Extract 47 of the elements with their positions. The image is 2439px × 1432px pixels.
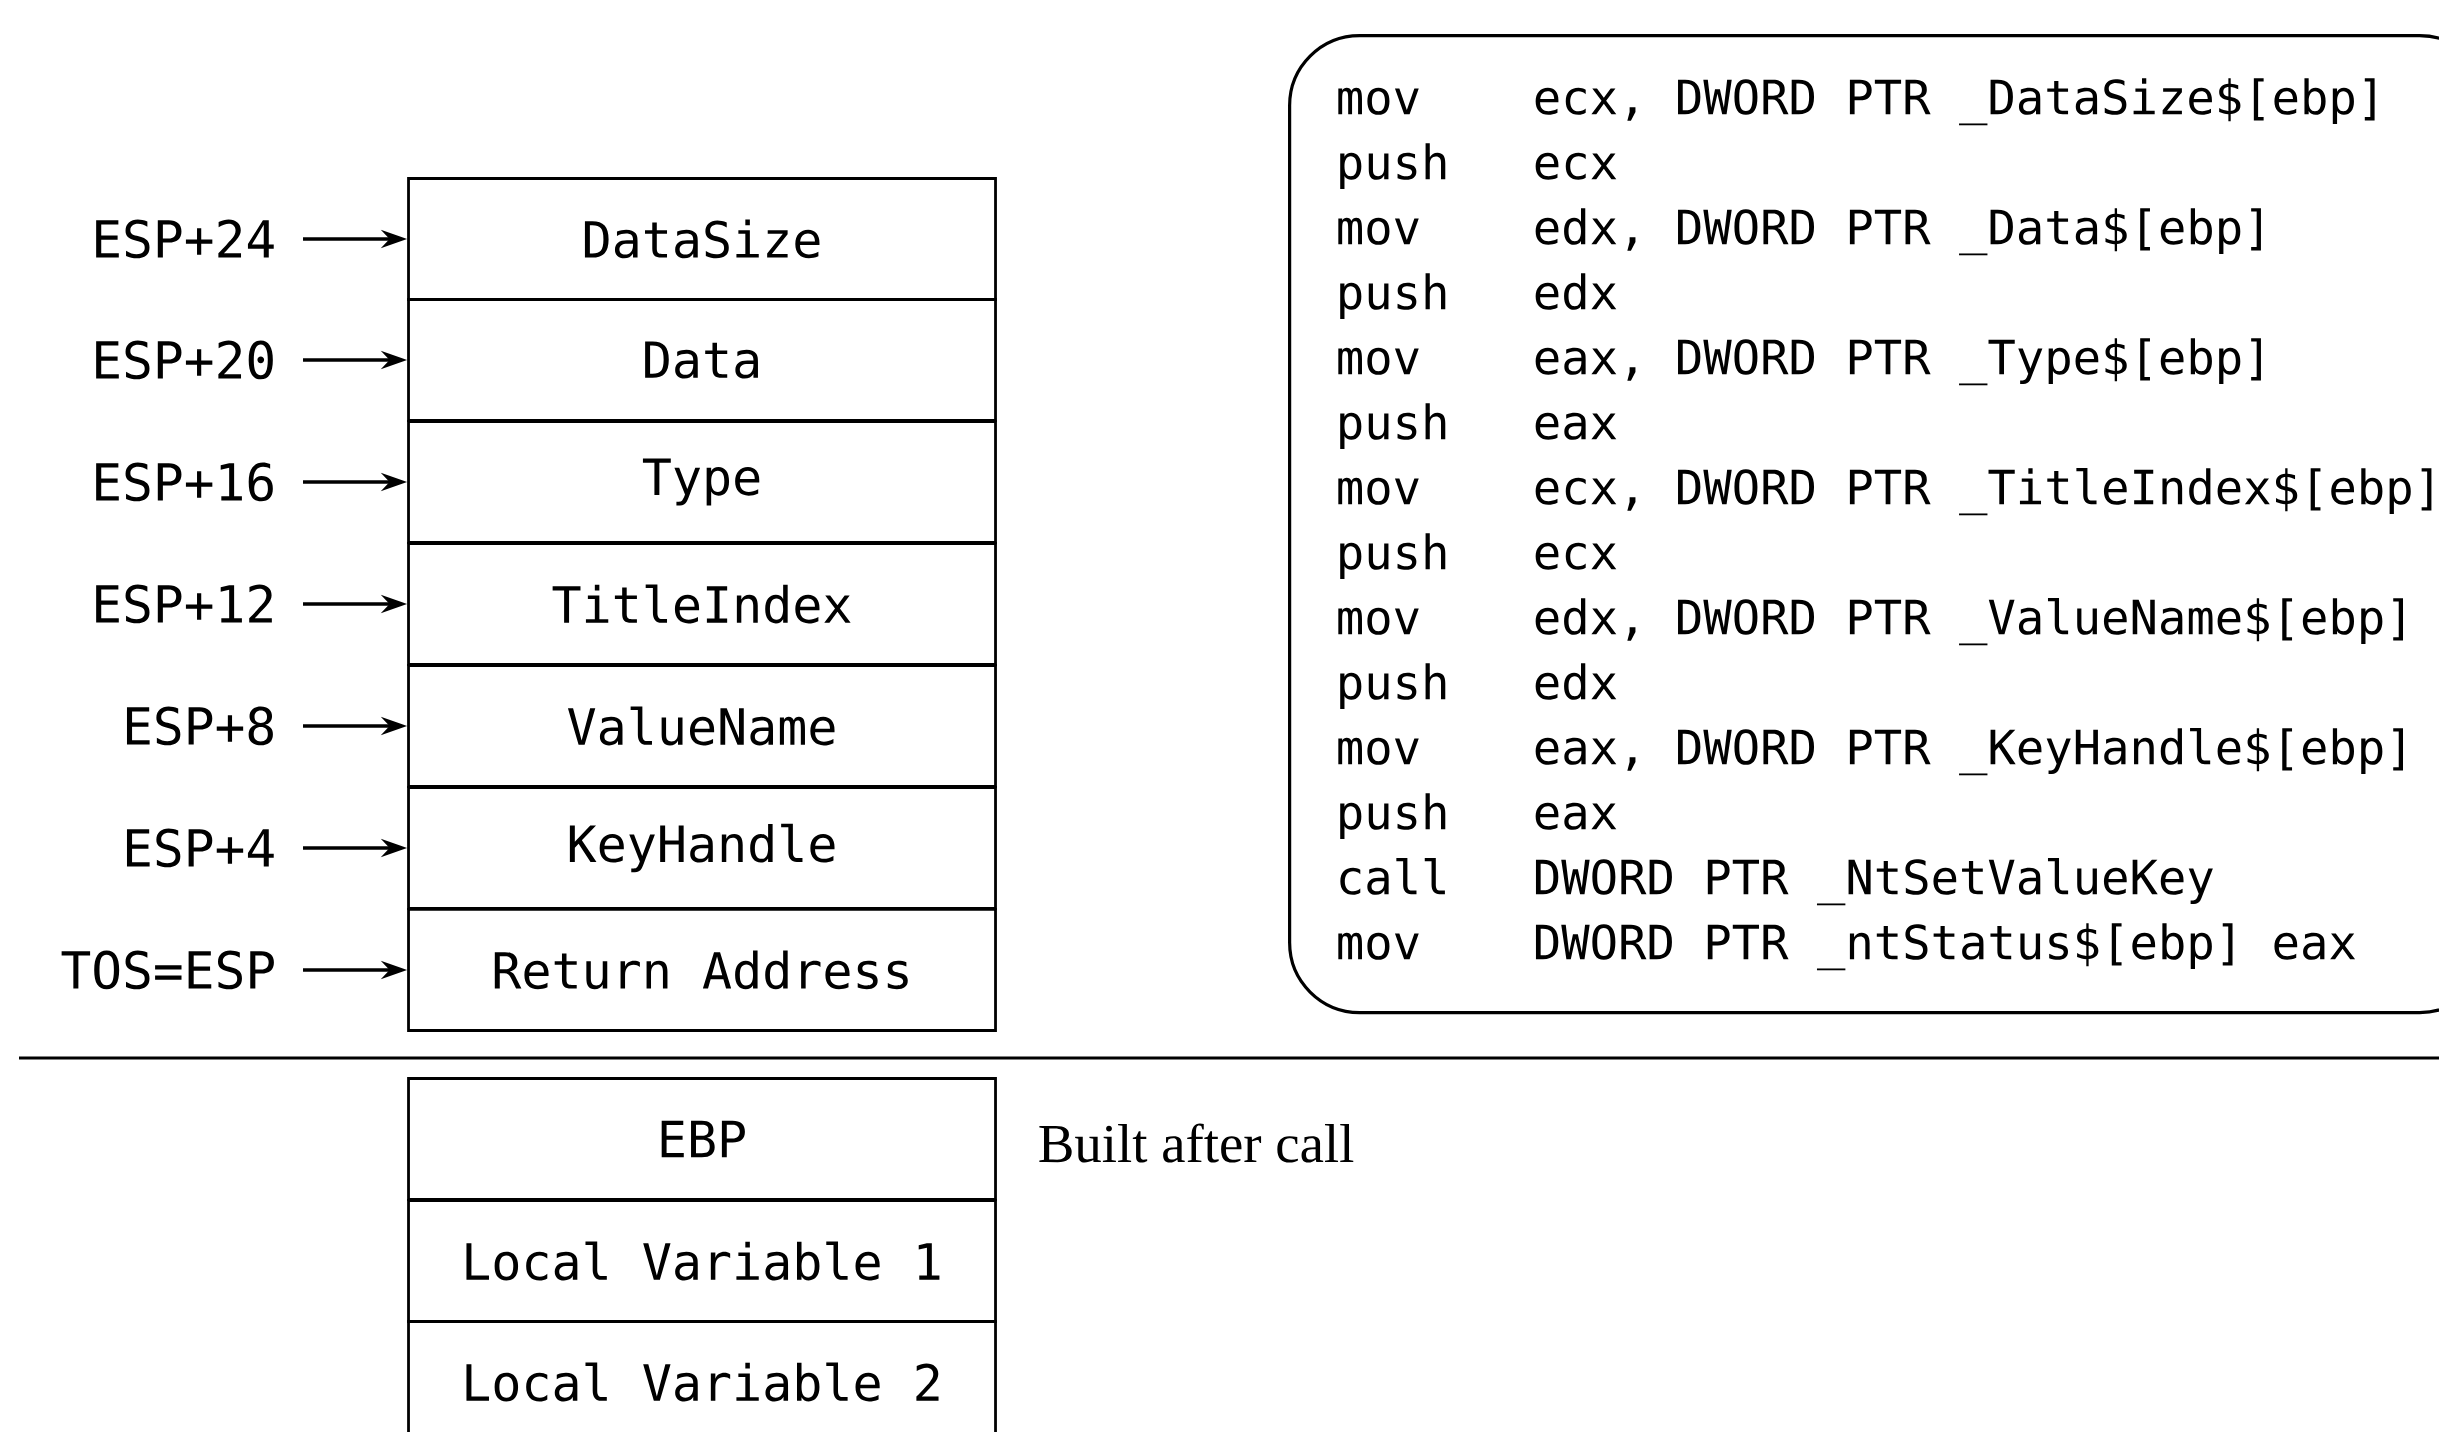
code-text: edx	[1535, 663, 1617, 700]
code-text: edx, DWORD PTR _Data$[ebp]	[1535, 208, 2261, 256]
stack-cell: Local Variable 2	[407, 1320, 997, 1432]
pointer-label: ESP+24	[96, 219, 274, 259]
stack-cell: ValueName	[407, 664, 997, 788]
code-text: DWORD PTR _ntStatus$[ebp] eax	[1535, 923, 2356, 971]
code-text: push	[1340, 273, 1446, 319]
code-text: ecx, DWORD PTR _DataSize$[ebp]	[1535, 78, 2375, 126]
code-text: push	[1340, 143, 1446, 189]
code-text: mov	[1338, 477, 1419, 505]
pointer-label: TOS=ESP	[61, 950, 274, 990]
stack-cell: EBP	[407, 1077, 997, 1201]
code-text: edx, DWORD PTR _ValueName$[ebp]	[1535, 598, 2403, 646]
code-text: push	[1340, 533, 1446, 579]
pointer-label: ESP+12	[96, 584, 272, 624]
code-text: mov	[1338, 737, 1419, 765]
pointer-label: ESP+16	[96, 462, 273, 502]
stack-cell: DataSize	[407, 177, 997, 301]
stack-cell: KeyHandle	[407, 786, 997, 910]
code-text: eax, DWORD PTR _Type$[ebp]	[1535, 338, 2261, 386]
stack-cell: Return Address	[407, 908, 997, 1032]
code-text: ecx	[1535, 152, 1617, 180]
code-text: push	[1340, 663, 1446, 709]
code-text: eax, DWORD PTR _KeyHandle$[ebp]	[1535, 728, 2403, 776]
code-panel	[1288, 33, 2439, 1015]
code-text: ecx	[1535, 542, 1617, 570]
code-text: eax	[1535, 412, 1617, 440]
note-text: Built after call	[1039, 1123, 1354, 1163]
pointer-label: ESP+20	[96, 340, 273, 380]
pointer-label: ESP+8	[127, 706, 273, 746]
code-text: DWORD PTR _NtSetValueKey	[1535, 858, 2213, 906]
code-text: push	[1340, 403, 1446, 449]
code-text: mov	[1338, 87, 1419, 115]
stack-cell: Data	[407, 298, 997, 422]
code-text: edx	[1535, 273, 1617, 310]
stack-cell: Type	[407, 420, 997, 544]
code-text: mov	[1338, 217, 1419, 245]
pointer-label: ESP+4	[127, 828, 274, 868]
code-text: eax	[1535, 802, 1617, 830]
code-text: mov	[1338, 932, 1419, 960]
stack-cell: TitleIndex	[407, 542, 997, 666]
code-text: mov	[1338, 607, 1419, 635]
stack-cell: Local Variable 1	[407, 1199, 997, 1323]
code-text: push	[1340, 793, 1446, 839]
code-text: mov	[1338, 347, 1419, 375]
code-text: call	[1340, 858, 1445, 895]
code-text: ecx, DWORD PTR _TitleIndex$[ebp]	[1535, 468, 2432, 516]
